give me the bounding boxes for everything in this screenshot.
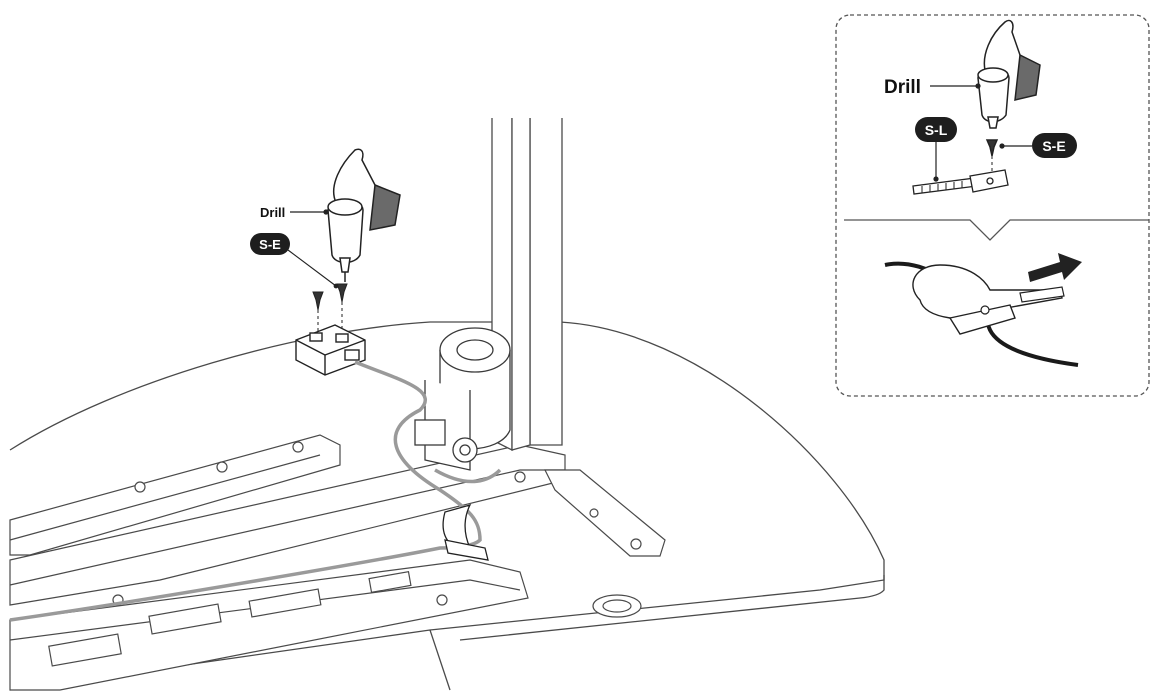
inset-wrapped-cable xyxy=(884,261,1079,367)
inset-strap-badge-text: S-L xyxy=(925,122,948,138)
desk-frame xyxy=(9,434,666,691)
main-screw-badge: S-E xyxy=(250,233,290,255)
inset-divider xyxy=(844,219,1149,241)
inset-cable-strap-icon xyxy=(912,169,1009,195)
main-screw-badge-text: S-E xyxy=(259,237,281,252)
main-badge-leader-dot xyxy=(333,283,339,289)
inset-drill-icon xyxy=(977,19,1041,157)
main-drill-label: Drill xyxy=(260,205,285,220)
inset-screw-badge: S-E xyxy=(1032,133,1077,158)
control-box xyxy=(295,324,366,376)
power-cable xyxy=(9,360,502,622)
inset-screw-leader-dot xyxy=(999,143,1005,149)
inset-strap-badge: S-L xyxy=(915,117,957,142)
cable-strap-installed xyxy=(442,503,489,561)
inset-frame xyxy=(835,14,1150,397)
motor xyxy=(414,327,511,471)
screw-guide-lines xyxy=(317,302,343,332)
main-badge-leader-line xyxy=(287,249,337,287)
screw-icon xyxy=(312,283,348,311)
drill-icon xyxy=(327,148,401,282)
inset-drill-label: Drill xyxy=(884,77,921,98)
inset-screw-badge-text: S-E xyxy=(1042,138,1065,154)
detail-inset: Drill S-L S-E xyxy=(835,14,1150,397)
pull-direction-arrow-icon xyxy=(1028,253,1082,282)
inset-strap-leader-dot xyxy=(933,176,939,182)
